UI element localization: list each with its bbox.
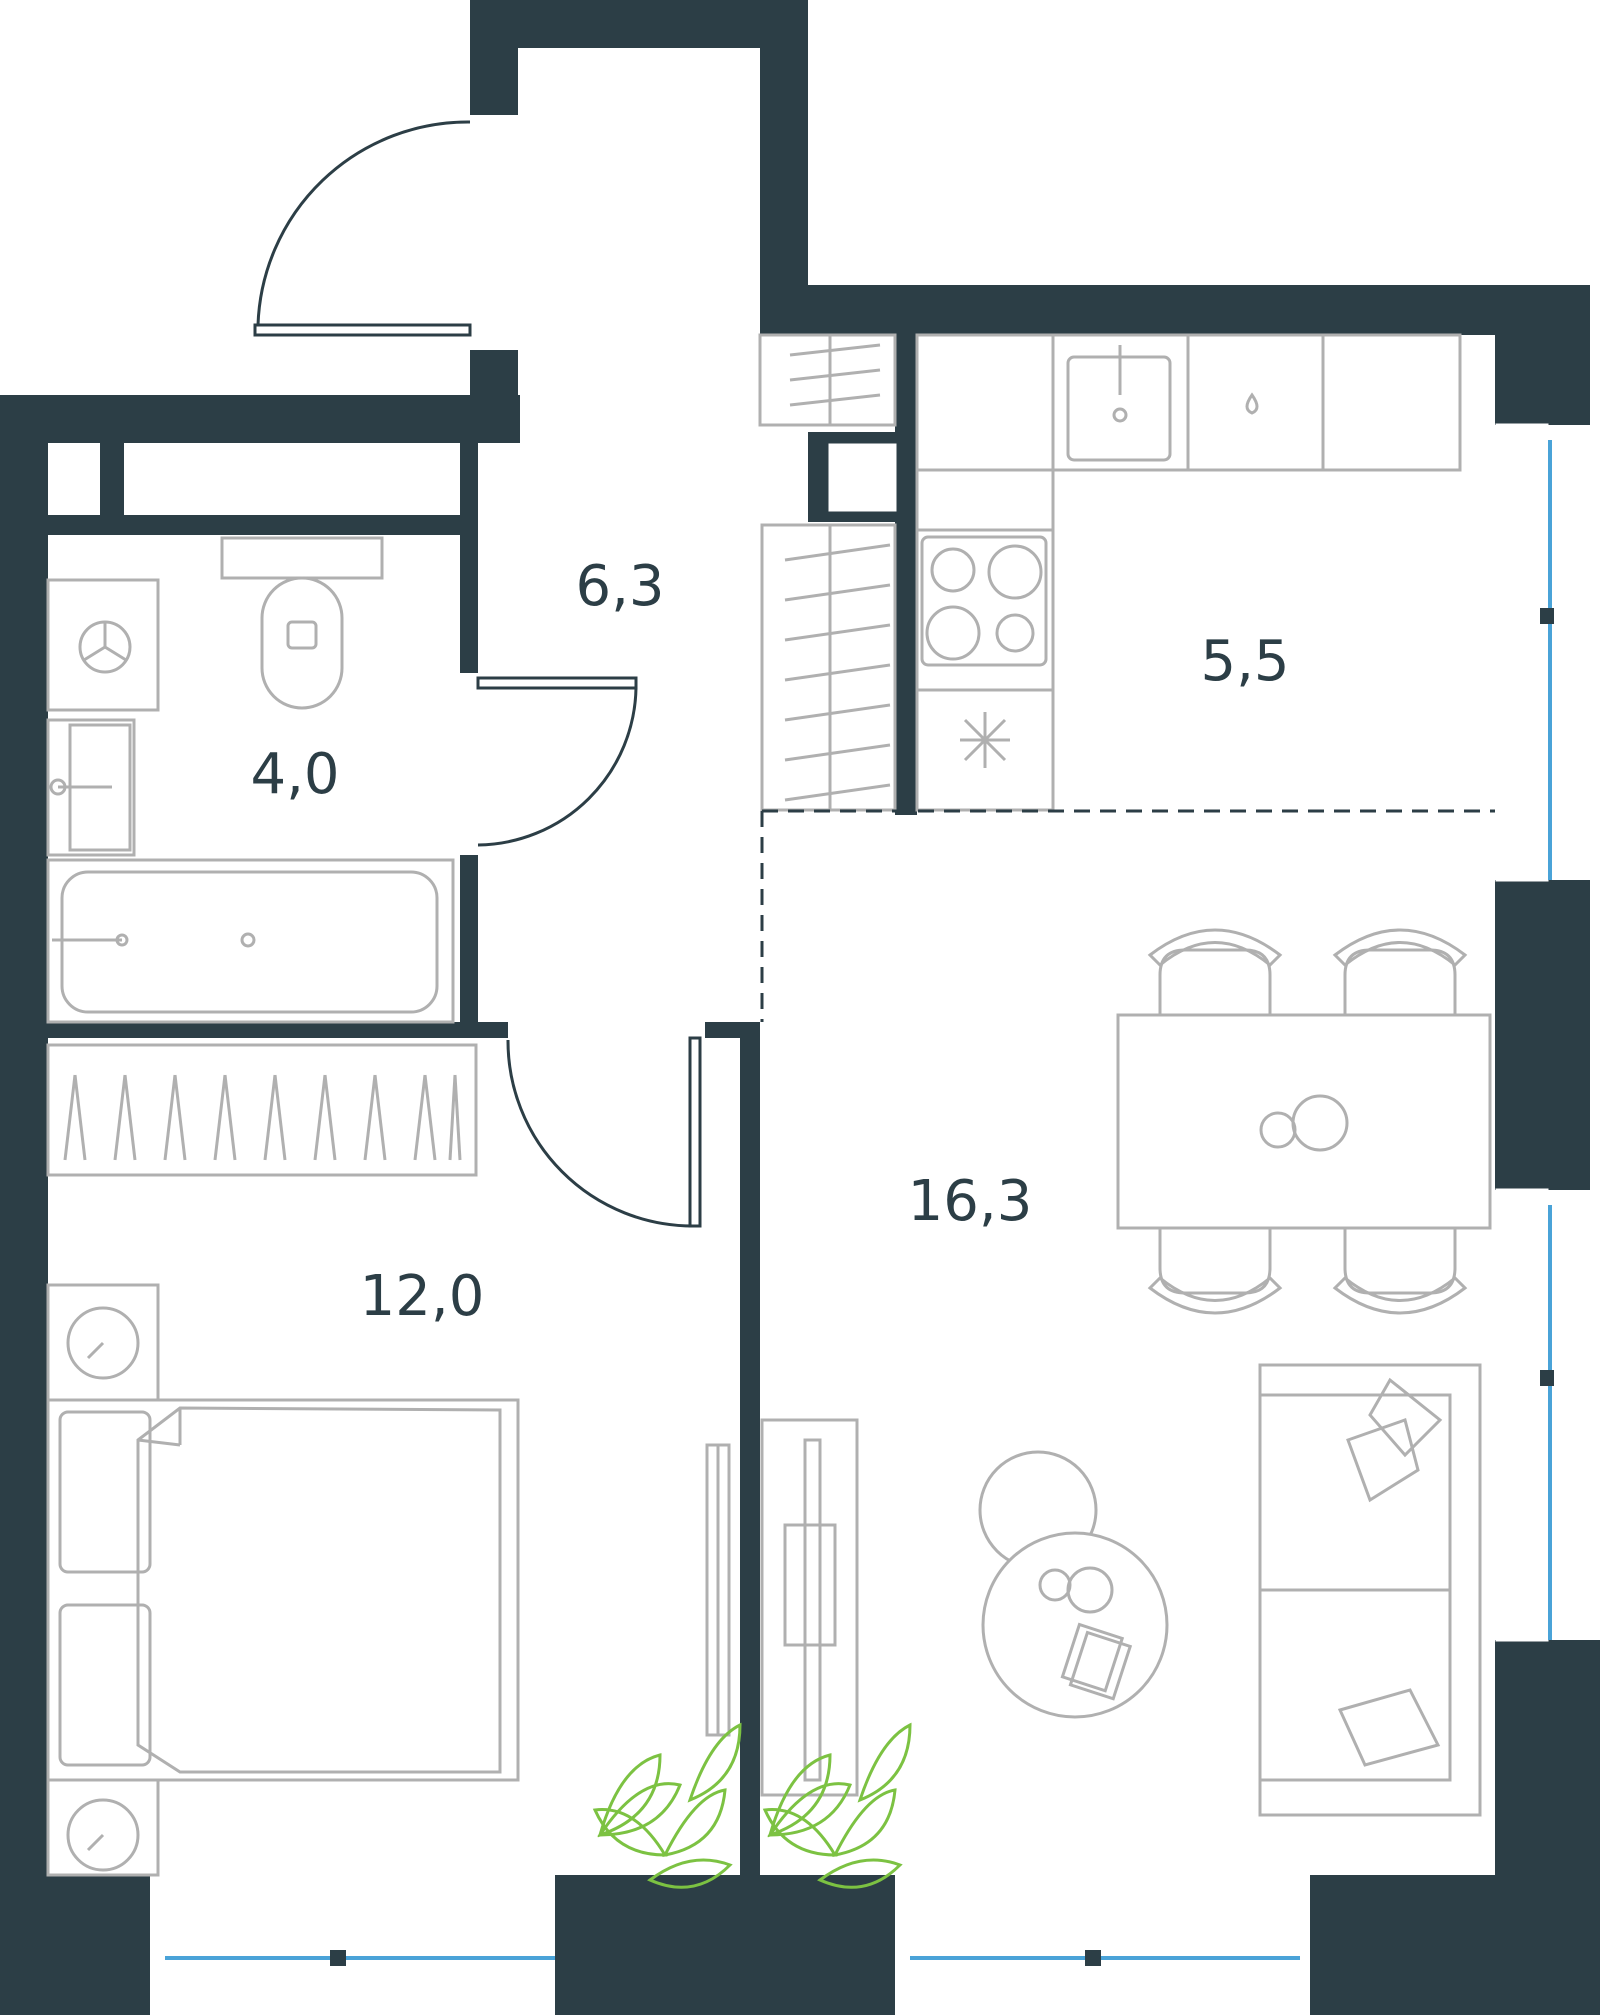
- room-area-bathroom: 4,0: [250, 742, 339, 807]
- dining-chairs: [1147, 928, 1468, 1315]
- windows: [150, 423, 1554, 2015]
- wardrobe-lines: [784, 543, 891, 802]
- plant-icon: [762, 1722, 912, 1889]
- room-area-hallway: 6,3: [575, 554, 664, 619]
- bedroom-wardrobe-lines: [63, 1074, 462, 1161]
- room-area-bedroom: 12,0: [360, 1264, 485, 1329]
- furniture: [46, 333, 1495, 1877]
- room-area-living: 16,3: [908, 1169, 1033, 1234]
- doors: [253, 120, 702, 1228]
- plant-icon: [592, 1722, 742, 1889]
- asterisk-icon: [960, 712, 1010, 768]
- room-labels: 6,3 4,0 5,5 12,0 16,3: [250, 554, 1289, 1329]
- room-area-kitchen: 5,5: [1200, 629, 1289, 694]
